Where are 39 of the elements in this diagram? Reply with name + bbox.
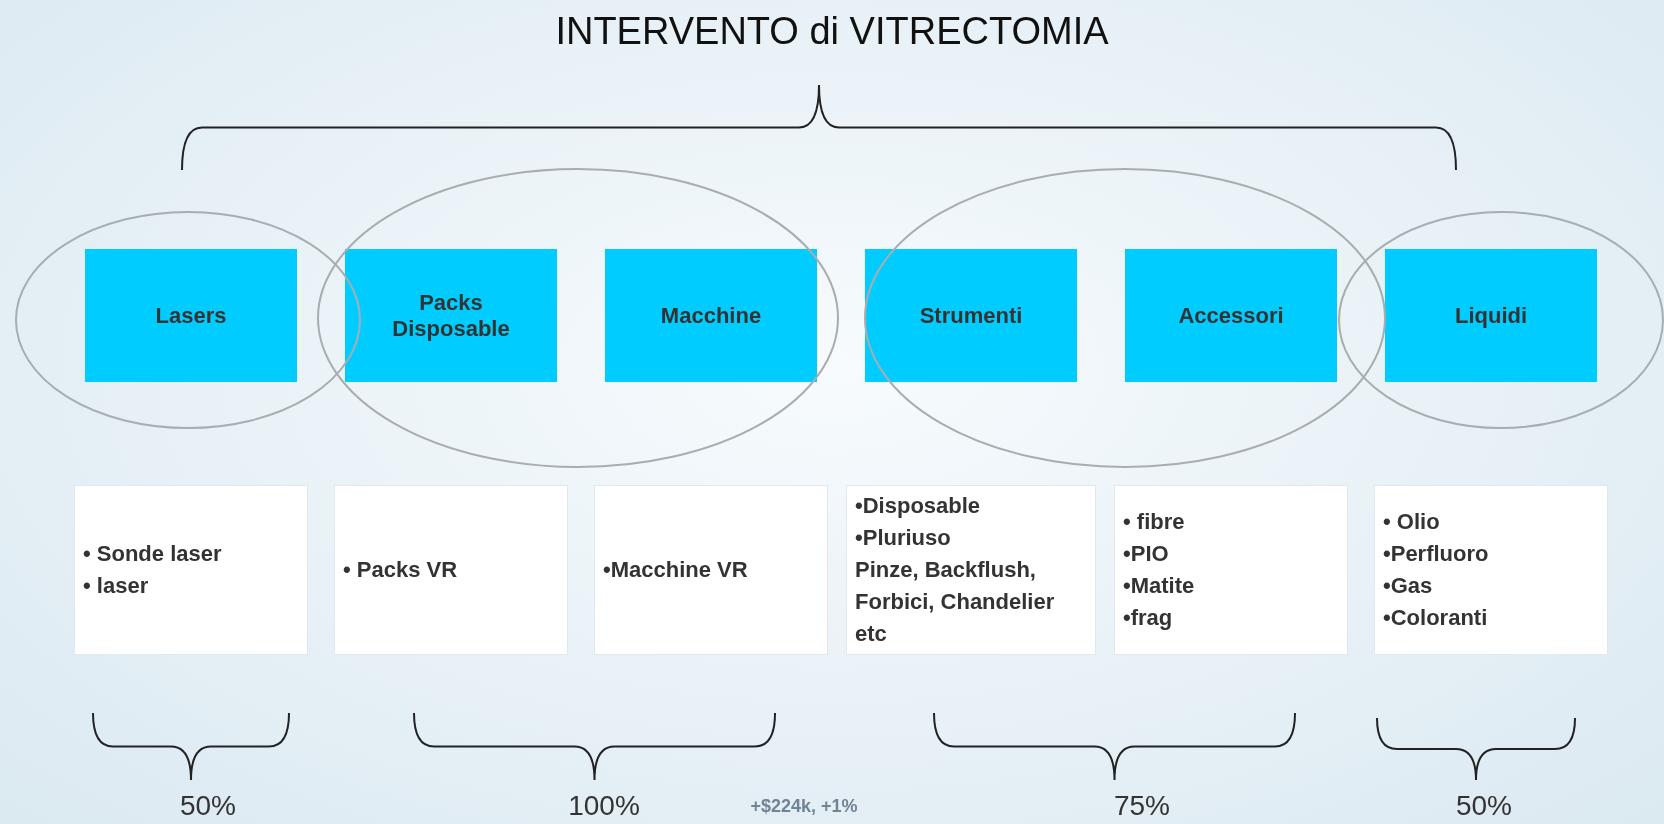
list-item: •Perfluoro: [1383, 540, 1490, 568]
list-card: [594, 485, 828, 655]
category-box: [85, 249, 297, 382]
category-box: [345, 249, 557, 382]
list-item: •Matite: [1123, 572, 1196, 600]
category-label: Macchine: [660, 302, 762, 329]
percentage-label: 100%: [568, 790, 640, 822]
category-box: [605, 249, 817, 382]
list-item: •Gas: [1383, 572, 1434, 600]
category-box: [1125, 249, 1337, 382]
category-box: [1385, 249, 1597, 382]
note-text: +$224k, +1%: [750, 796, 858, 817]
list-card: [1374, 485, 1608, 655]
list-item: • Sonde laser: [83, 540, 223, 568]
category-label: Strumenti: [919, 302, 1023, 329]
list-item: •Coloranti: [1383, 604, 1489, 632]
percentage-label: 50%: [180, 790, 236, 822]
category-label: Packs Disposable: [391, 289, 511, 342]
list-item: •Pluriuso: [855, 524, 952, 552]
list-item: • Packs VR: [343, 556, 459, 584]
category-label: Lasers: [155, 302, 227, 329]
list-item: •PIO: [1123, 540, 1170, 568]
list-item: •Macchine VR: [603, 556, 749, 584]
category-label: Accessori: [1178, 302, 1284, 329]
list-card: [334, 485, 568, 655]
list-item: • laser: [83, 572, 150, 600]
list-item: • Olio: [1383, 508, 1441, 536]
percentage-label: 50%: [1456, 790, 1512, 822]
category-box: [865, 249, 1077, 382]
title: INTERVENTO di VITRECTOMIA: [555, 10, 1109, 52]
list-item: •frag: [1123, 604, 1174, 632]
list-card: [846, 485, 1096, 655]
list-card: [74, 485, 308, 655]
list-item: • fibre: [1123, 508, 1186, 536]
list-item: Pinze, Backflush, Forbici, Chandelier etc: [855, 556, 1056, 648]
category-label: Liquidi: [1454, 302, 1528, 329]
percentage-label: 75%: [1114, 790, 1170, 822]
list-card: [1114, 485, 1348, 655]
list-item: •Disposable: [855, 492, 982, 520]
